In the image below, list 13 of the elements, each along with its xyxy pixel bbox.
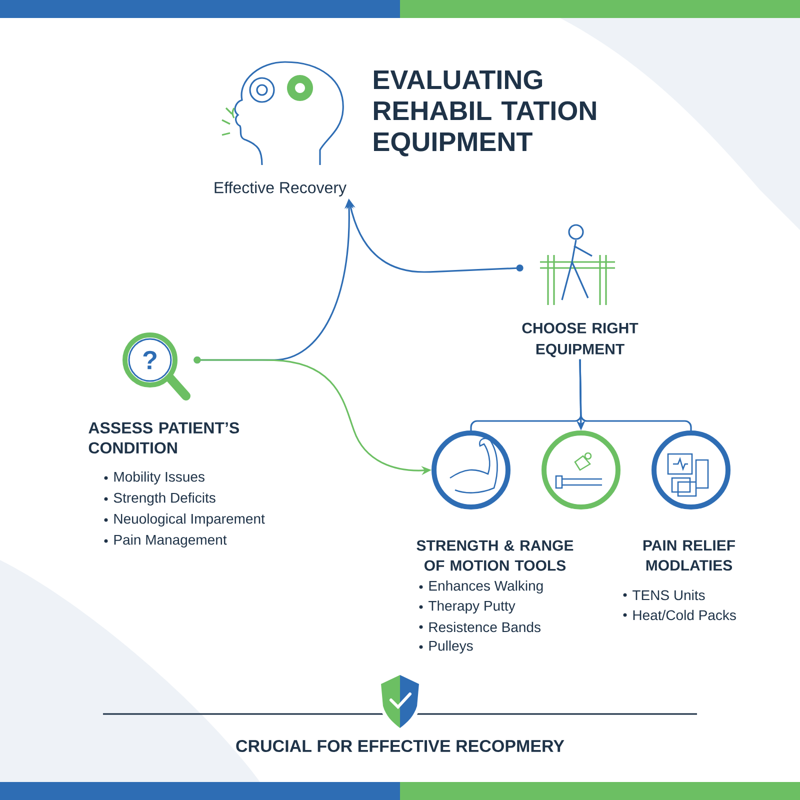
step-heading: PAIN RELIEF MODLATIES: [643, 540, 735, 571]
title: EVALUATING REHABIL TATION EQUIPMENT: [374, 70, 596, 156]
bullet-list: TENS Units Heat/Cold Packs: [623, 590, 736, 620]
footer-text: CRUCIAL FOR EFFECTIVE RECOPMERY: [236, 740, 564, 752]
step-heading: CHOOSE RIGHT EQUIPMENT: [522, 322, 638, 358]
bullet-list: Enhances Walking Therapy Putty Resistence Bands Pulleys: [419, 580, 543, 654]
step-heading: ASSESS PATIENT’S CONDITION: [88, 422, 239, 454]
parallel-bars-drawing: [539, 224, 616, 306]
magnifier-drawing: ?: [122, 332, 190, 400]
caption-text: Effective Recovery: [214, 182, 346, 196]
bullet-list: Mobility Issues Strength Deficits Neuological Imparement Pain Management: [104, 471, 265, 548]
step-heading: STRENGTH & RANGE OF MOTION TOOLS: [416, 540, 574, 571]
icon-circle: [542, 430, 620, 510]
